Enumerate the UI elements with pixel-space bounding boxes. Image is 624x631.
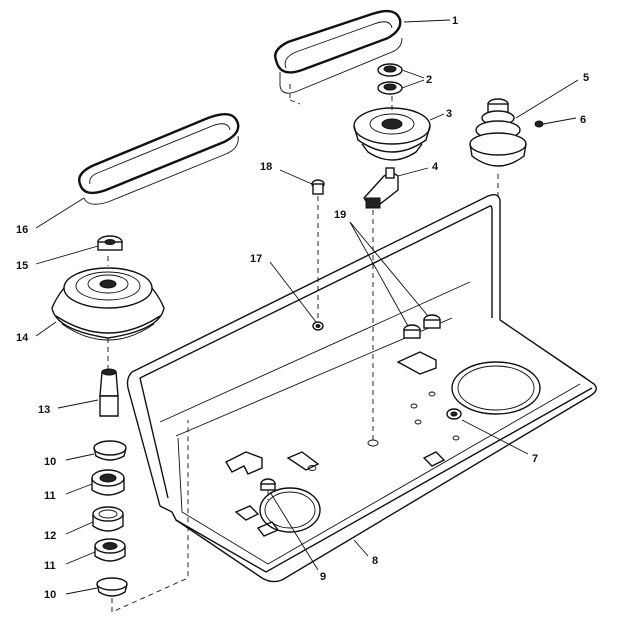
screw-18	[311, 179, 325, 195]
callout-3: 3	[446, 108, 452, 120]
belt-lower	[78, 112, 240, 205]
nut-15	[97, 235, 123, 251]
callout-labels: 1 2 3 4 5 6 7 8 9 10 10 11 11 12 13 14 1…	[16, 15, 589, 601]
callout-18: 18	[260, 161, 272, 173]
callout-12: 12	[44, 530, 56, 542]
leader-lines	[35, 19, 579, 595]
spindle-pulley	[469, 98, 527, 167]
idler-pulley	[353, 107, 431, 161]
belt-guard-housing	[126, 193, 597, 583]
callout-15: 15	[16, 260, 28, 272]
bearing-11-lower	[94, 538, 126, 562]
callout-19: 19	[334, 209, 346, 221]
callout-8: 8	[372, 555, 378, 567]
callout-10-upper: 10	[44, 456, 56, 468]
spacer-12	[92, 506, 124, 532]
callout-7: 7	[532, 453, 538, 465]
callout-14: 14	[16, 332, 29, 344]
assembly-centerlines	[107, 84, 499, 613]
bearing-11-upper	[91, 469, 125, 496]
hole-17	[312, 321, 324, 331]
screw-7	[446, 408, 462, 420]
ring-10-lower	[96, 577, 128, 597]
callout-9: 9	[320, 571, 326, 583]
callout-5: 5	[583, 72, 589, 84]
callout-13: 13	[38, 404, 50, 416]
callout-11-lower: 11	[44, 560, 56, 572]
belt-upper	[274, 9, 403, 94]
idler-bracket	[363, 167, 399, 209]
nuts-19	[403, 314, 441, 339]
bearing-pair-upper	[377, 63, 403, 95]
callout-17: 17	[250, 253, 262, 265]
screw-9	[260, 478, 276, 491]
ring-10-upper	[93, 440, 127, 461]
spindle-13	[99, 368, 119, 417]
callout-6: 6	[580, 114, 586, 126]
callout-16: 16	[16, 224, 28, 236]
callout-4: 4	[432, 161, 439, 173]
motor-pulley-14	[51, 267, 165, 341]
callout-2: 2	[426, 74, 432, 86]
callout-1: 1	[452, 15, 458, 27]
set-screw	[534, 120, 544, 128]
callout-10-lower: 10	[44, 589, 56, 601]
callout-11-upper: 11	[44, 490, 56, 502]
